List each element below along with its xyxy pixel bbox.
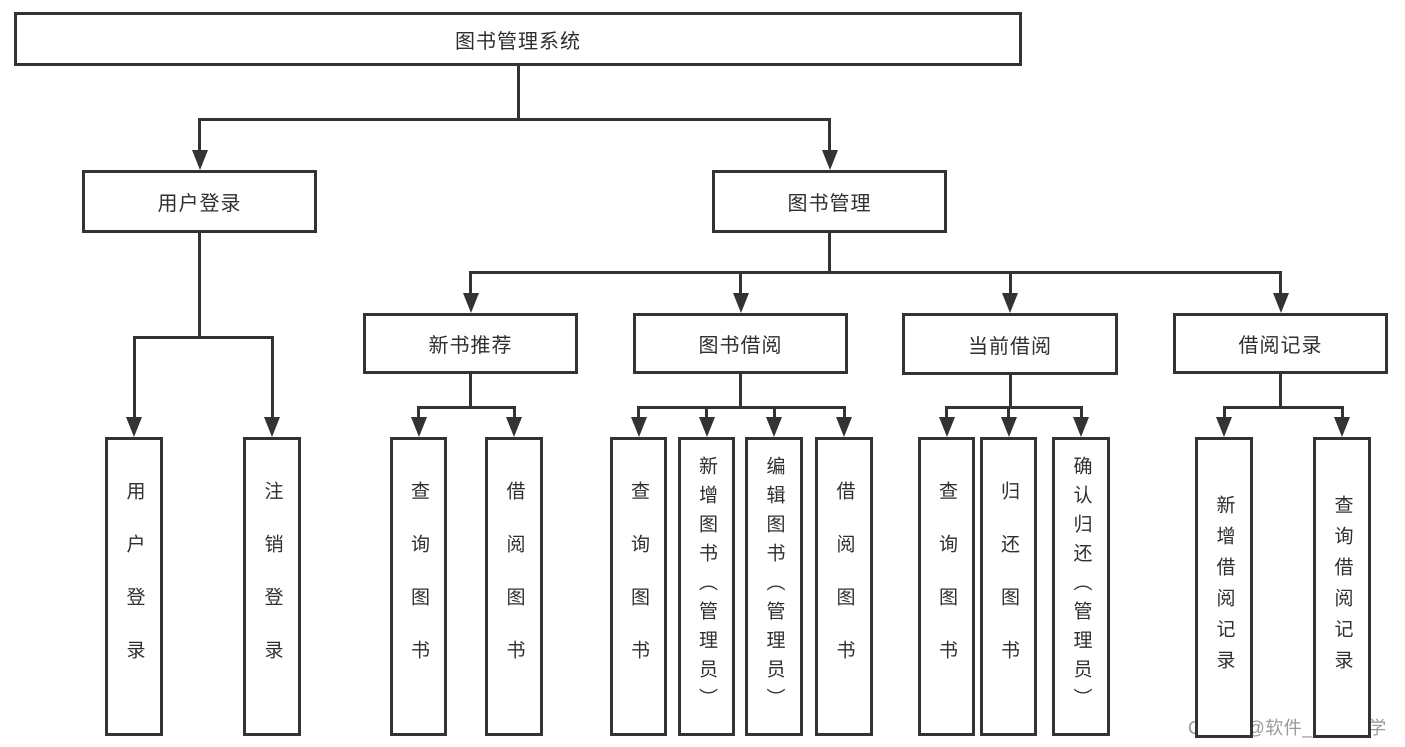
node-label: 归还图书	[998, 480, 1019, 693]
connector-drop	[842, 406, 846, 420]
connector-drop	[1340, 406, 1344, 420]
connector-stem	[828, 233, 831, 274]
node-label: 编辑图书（管理员）	[763, 456, 785, 717]
connector-drop	[705, 406, 708, 420]
arrowhead-icon	[1000, 417, 1017, 437]
arrowhead-icon	[506, 417, 522, 437]
connector-bar	[417, 406, 516, 409]
connector-drop	[1222, 406, 1226, 420]
connector-drop	[132, 336, 136, 420]
connector-stem	[1008, 375, 1012, 409]
node-label: 用户登录	[123, 480, 145, 693]
node-l2a: 用户登录	[82, 170, 317, 233]
connector-bar	[1222, 406, 1344, 409]
node-d2: 归还图书	[980, 437, 1037, 736]
connector-drop	[772, 406, 776, 420]
connector-drop	[417, 406, 420, 420]
node-label: 新书推荐	[428, 335, 513, 357]
arrowhead-icon	[1002, 293, 1018, 313]
node-l3d: 借阅记录	[1173, 313, 1388, 374]
node-a1: 用户登录	[105, 437, 163, 736]
node-label: 新增图书（管理员）	[696, 456, 717, 717]
connector-drop	[1279, 271, 1282, 296]
arrowhead-icon	[462, 293, 479, 313]
connector-drop	[198, 118, 201, 153]
connector-bar	[132, 336, 274, 339]
node-a2: 注销登录	[243, 437, 301, 736]
arrowhead-icon	[1073, 417, 1089, 437]
node-root: 图书管理系统	[14, 12, 1022, 66]
node-label: 确认归还（管理员）	[1070, 456, 1092, 717]
node-label: 图书管理	[787, 193, 872, 215]
connector-drop	[1007, 406, 1010, 420]
node-l3c: 当前借阅	[902, 313, 1118, 375]
connector-drop	[1008, 271, 1012, 296]
node-label: 借阅图书	[503, 480, 525, 693]
arrowhead-icon	[766, 417, 782, 437]
node-c2: 新增图书（管理员）	[678, 437, 735, 736]
node-label: 查询图书	[408, 480, 429, 693]
connector-bar	[469, 271, 1282, 274]
connector-drop	[469, 271, 472, 296]
connector-drop	[739, 271, 742, 296]
arrowhead-icon	[1216, 417, 1232, 437]
node-label: 图书借阅	[698, 335, 783, 357]
node-label: 注销登录	[261, 480, 283, 693]
connector-drop	[270, 336, 274, 420]
arrowhead-icon	[410, 417, 427, 437]
arrowhead-icon	[821, 150, 838, 170]
arrowhead-icon	[264, 417, 280, 437]
connector-drop	[637, 406, 640, 420]
arrowhead-icon	[836, 417, 852, 437]
connector-stem	[1279, 374, 1282, 409]
node-d3: 确认归还（管理员）	[1052, 437, 1110, 736]
connector-stem	[198, 233, 201, 339]
connector-drop	[1079, 406, 1083, 420]
node-b1: 查询图书	[390, 437, 447, 736]
node-label: 查询借阅记录	[1331, 494, 1353, 681]
node-c1: 查询图书	[610, 437, 667, 736]
connector-drop	[512, 406, 516, 420]
arrowhead-icon	[126, 417, 142, 437]
node-label: 查询图书	[936, 480, 957, 693]
node-label: 图书管理系统	[455, 30, 581, 53]
node-label: 用户登录	[157, 193, 242, 215]
node-b2: 借阅图书	[485, 437, 543, 736]
connector-stem	[516, 66, 520, 121]
node-label: 查询图书	[628, 480, 649, 693]
connector-drop	[828, 118, 831, 153]
arrowhead-icon	[191, 150, 208, 170]
node-e2: 查询借阅记录	[1313, 437, 1371, 738]
connector-stem	[469, 374, 472, 409]
node-d1: 查询图书	[918, 437, 975, 736]
node-c3: 编辑图书（管理员）	[745, 437, 803, 736]
arrowhead-icon	[630, 417, 647, 437]
node-c4: 借阅图书	[815, 437, 873, 736]
arrowhead-icon	[732, 293, 749, 313]
arrowhead-icon	[938, 417, 955, 437]
node-label: 新增借阅记录	[1213, 494, 1235, 681]
connector-stem	[739, 374, 742, 409]
arrowhead-icon	[1334, 417, 1350, 437]
connector-drop	[945, 406, 948, 420]
arrowhead-icon	[698, 417, 715, 437]
node-l2b: 图书管理	[712, 170, 947, 233]
connector-bar	[198, 118, 831, 121]
node-label: 当前借阅	[968, 335, 1052, 358]
arrowhead-icon	[1272, 293, 1289, 313]
node-e1: 新增借阅记录	[1195, 437, 1253, 738]
node-label: 借阅图书	[833, 480, 855, 693]
node-label: 借阅记录	[1238, 335, 1323, 357]
node-l3b: 图书借阅	[633, 313, 848, 374]
node-l3a: 新书推荐	[363, 313, 578, 374]
connector-bar	[637, 406, 846, 409]
connector-bar	[945, 406, 1083, 409]
